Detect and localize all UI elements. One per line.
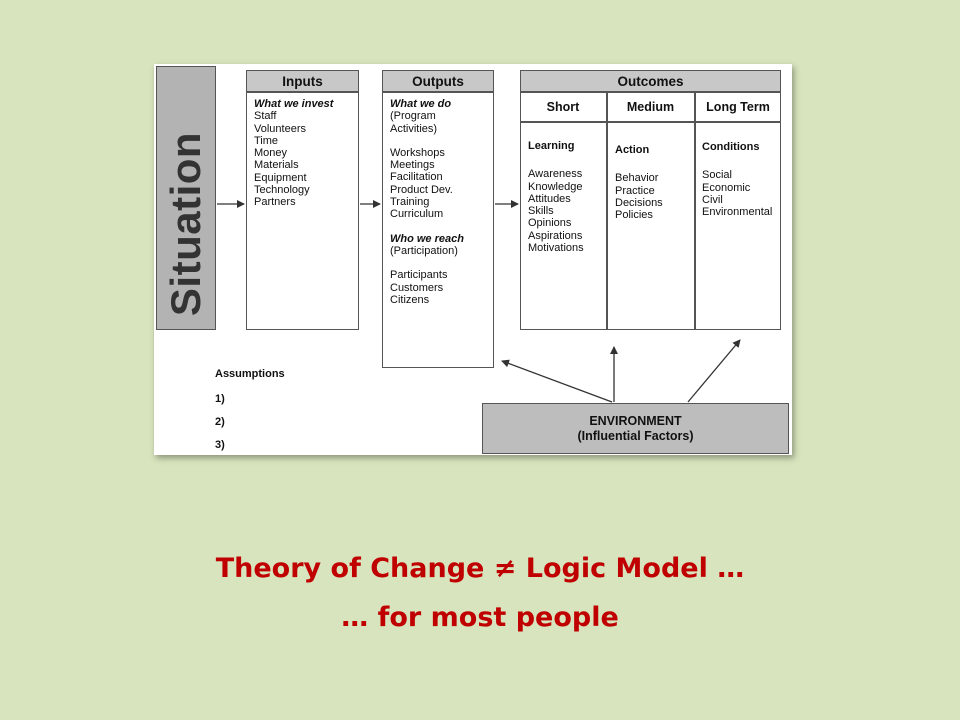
arrow-env-to-long: [687, 339, 741, 403]
logic-model-diagram: Situation Inputs What we invest Staff Vo…: [154, 64, 792, 455]
outputs-subheader-who: Who we reach: [390, 232, 464, 245]
outputs-note-participation: (Participation): [390, 244, 458, 257]
situation-box: [156, 66, 216, 330]
inputs-item: Staff: [254, 110, 277, 123]
inputs-item: Materials: [254, 159, 299, 172]
outcomes-long-item: Environmental: [702, 206, 773, 219]
outputs-item: Meetings: [390, 159, 435, 172]
inputs-item: Technology: [254, 184, 310, 197]
outcomes-header: Outcomes: [520, 70, 781, 92]
outcomes-medium-item: Practice: [615, 184, 655, 197]
outcomes-short-item: Skills: [528, 205, 554, 218]
outputs-subheader-what: What we do: [390, 98, 452, 110]
outcomes-short-label-text: Short: [546, 100, 580, 114]
outputs-item: Facilitation: [390, 171, 443, 184]
outcomes-medium-label-text: Medium: [626, 100, 675, 114]
inputs-item: Equipment: [254, 171, 307, 184]
assumption-item: 3): [215, 439, 225, 451]
outcomes-short-item: Knowledge: [528, 180, 583, 193]
outcomes-medium-item: Decisions: [615, 196, 663, 209]
outcomes-medium-item: Behavior: [615, 172, 659, 185]
outputs-box: [382, 92, 494, 368]
arrow-env-to-outputs: [501, 359, 613, 403]
outputs-item: Citizens: [390, 293, 430, 306]
outcomes-short-item: Aspirations: [528, 229, 583, 242]
inputs-item: Time: [254, 134, 279, 147]
outcomes-subheader-row: [520, 92, 781, 122]
environment-box: ENVIRONMENT (Influential Factors): [482, 403, 789, 454]
outcomes-long-list: Conditions Social Economic Civil Environ…: [702, 141, 772, 218]
outcomes-short-item: Opinions: [528, 217, 572, 230]
outputs-item: Participants: [390, 269, 448, 282]
outcomes-divider: [694, 92, 696, 330]
outcomes-long-label: Long Term: [695, 92, 781, 122]
outcomes-long-heading: Conditions: [702, 141, 760, 153]
outputs-item: Curriculum: [390, 208, 444, 221]
outcomes-short-heading: Learning: [528, 140, 575, 152]
outcomes-short-label: Short: [520, 92, 606, 122]
environment-subtitle: (Influential Factors): [577, 428, 694, 443]
inputs-item: Partners: [254, 196, 296, 209]
arrow-layer: [217, 200, 741, 403]
outputs-header-label: Outputs: [412, 73, 464, 89]
outputs-header: Outputs: [382, 70, 494, 92]
assumptions-title: Assumptions: [215, 368, 285, 380]
caption-line-1: Theory of Change ≠ Logic Model …: [215, 553, 745, 584]
outcomes-box: [520, 122, 781, 330]
outputs-item: Product Dev.: [390, 183, 453, 196]
outcomes-divider: [606, 92, 608, 330]
outcomes-medium-heading: Action: [615, 144, 650, 156]
outcomes-short-item: Awareness: [528, 168, 583, 181]
outcomes-short-item: Motivations: [528, 242, 584, 255]
outcomes-short-item: Attitudes: [528, 192, 571, 205]
outputs-item: Customers: [390, 281, 444, 294]
outcomes-header-label: Outcomes: [617, 73, 684, 89]
outputs-item: Workshops: [390, 146, 445, 159]
outcomes-long-item: Social: [702, 169, 732, 182]
inputs-header-label: Inputs: [282, 73, 323, 89]
outcomes-short-list: Learning Awareness Knowledge Attitudes S…: [528, 140, 584, 254]
outputs-item: Training: [390, 196, 430, 209]
inputs-list: What we invest Staff Volunteers Time Mon…: [254, 98, 333, 209]
outcomes-long-label-text: Long Term: [706, 100, 770, 114]
outcomes-medium-list: Action Behavior Practice Decisions Polic…: [615, 144, 663, 221]
outcomes-medium-label: Medium: [607, 92, 694, 122]
caption-line-2: … for most people: [341, 602, 619, 633]
outputs-list: What we do (Program Activities) Workshop…: [390, 98, 464, 306]
assumptions-block: Assumptions 1) 2) 3): [215, 368, 285, 451]
environment-title: ENVIRONMENT: [589, 413, 682, 428]
outputs-note-activities: (Program Activities): [390, 110, 438, 135]
outcomes-long-item: Civil: [702, 193, 723, 206]
inputs-item: Volunteers: [254, 122, 306, 135]
assumption-item: 1): [215, 393, 225, 405]
inputs-subheader: What we invest: [254, 98, 334, 110]
outcomes-long-item: Economic: [702, 181, 751, 194]
assumption-item: 2): [215, 416, 225, 428]
inputs-box: [246, 92, 359, 330]
inputs-header: Inputs: [246, 70, 359, 92]
inputs-item: Money: [254, 147, 288, 160]
outcomes-medium-item: Policies: [615, 209, 653, 222]
